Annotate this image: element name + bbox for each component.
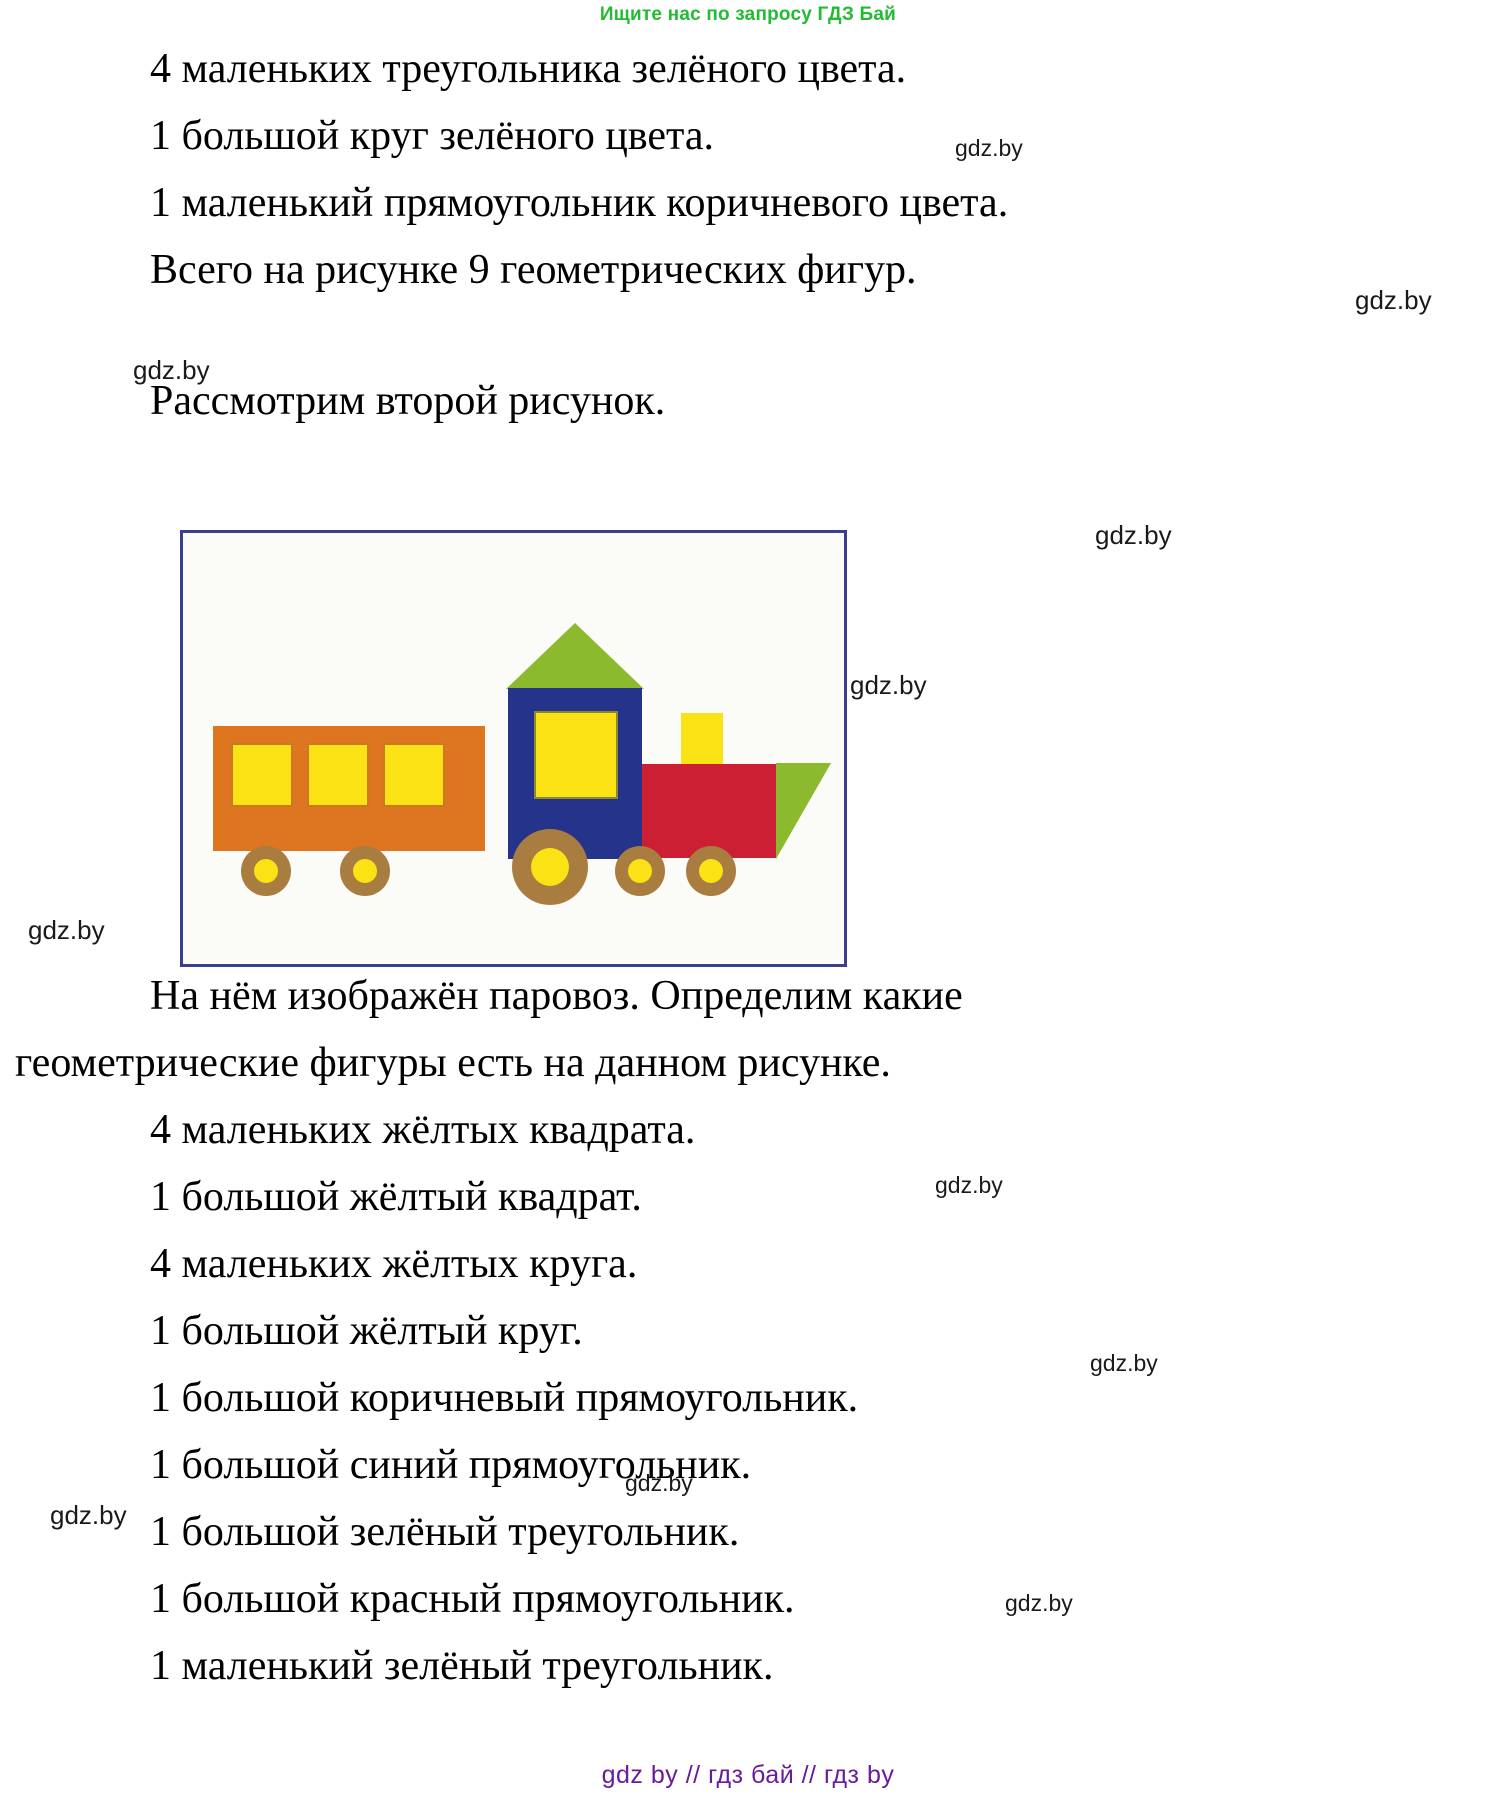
wheel-3-hub bbox=[531, 848, 569, 886]
paragraph-line: 1 большой красный прямоугольник. bbox=[150, 1576, 795, 1622]
paragraph-line: 4 маленьких жёлтых квадрата. bbox=[150, 1107, 696, 1153]
boiler-shape bbox=[642, 764, 776, 858]
wheel-5-hub bbox=[699, 859, 723, 883]
paragraph-line: 1 большой жёлтый квадрат. bbox=[150, 1174, 642, 1220]
paragraph-line: 1 маленький прямоугольник коричневого цв… bbox=[150, 180, 1009, 226]
paragraph-line: 4 маленьких треугольника зелёного цвета. bbox=[150, 46, 907, 92]
paragraph-line: Рассмотрим второй рисунок. bbox=[150, 378, 666, 424]
wheel-5-shape bbox=[686, 846, 736, 896]
paragraph-line: геометрические фигуры есть на данном рис… bbox=[15, 1040, 891, 1086]
train-illustration bbox=[180, 530, 847, 967]
wheel-4-shape bbox=[615, 846, 665, 896]
watermark: gdz.by bbox=[28, 915, 105, 945]
wheel-1-hub bbox=[254, 859, 278, 883]
paragraph-line: 1 маленький зелёный треугольник. bbox=[150, 1643, 774, 1689]
wheel-4-hub bbox=[628, 859, 652, 883]
wheel-2-hub bbox=[353, 859, 377, 883]
promo-text: Ищите нас по запросу ГДЗ Бай bbox=[599, 4, 897, 25]
paragraph-line: 4 маленьких жёлтых круга. bbox=[150, 1241, 638, 1287]
watermark: gdz.by bbox=[50, 1500, 127, 1530]
paragraph-line: 1 большой жёлтый круг. bbox=[150, 1308, 583, 1354]
wheel-1-shape bbox=[241, 846, 291, 896]
watermark: gdz.by bbox=[955, 135, 1023, 161]
watermark: gdz.by bbox=[1005, 1590, 1073, 1616]
paragraph-line: 1 большой зелёный треугольник. bbox=[150, 1509, 740, 1555]
document-body: 4 маленьких треугольника зелёного цвета.… bbox=[0, 30, 1496, 1800]
promo-bar: Ищите нас по запросу ГДЗ Бай bbox=[0, 0, 1496, 30]
watermark: gdz.by bbox=[1355, 285, 1432, 315]
watermark: gdz.by bbox=[1090, 1350, 1158, 1376]
watermark: gdz.by bbox=[935, 1172, 1003, 1198]
wheel-2-shape bbox=[340, 846, 390, 896]
paragraph-line: Всего на рисунке 9 геометрических фигур. bbox=[150, 247, 917, 293]
wagon-window-2-shape bbox=[307, 743, 369, 807]
wagon-window-1-shape bbox=[231, 743, 293, 807]
wagon-window-3-shape bbox=[383, 743, 445, 807]
paragraph-line: 1 большой коричневый прямоугольник. bbox=[150, 1375, 859, 1421]
watermark: gdz.by bbox=[1095, 520, 1172, 550]
paragraph-line: 1 большой круг зелёного цвета. bbox=[150, 113, 715, 159]
paragraph-line: На нём изображён паровоз. Определим каки… bbox=[150, 973, 963, 1019]
roof-triangle-shape bbox=[506, 623, 644, 689]
footer-links: gdz by // гдз бай // гдз by bbox=[601, 1761, 895, 1789]
cab-window-shape bbox=[534, 711, 618, 799]
cowcatcher-triangle-shape bbox=[776, 763, 831, 859]
wheel-3-big-shape bbox=[512, 829, 588, 905]
watermark: gdz.by bbox=[850, 670, 927, 700]
paragraph-line: 1 большой синий прямоугольник. bbox=[150, 1442, 752, 1488]
chimney-shape bbox=[681, 713, 723, 765]
